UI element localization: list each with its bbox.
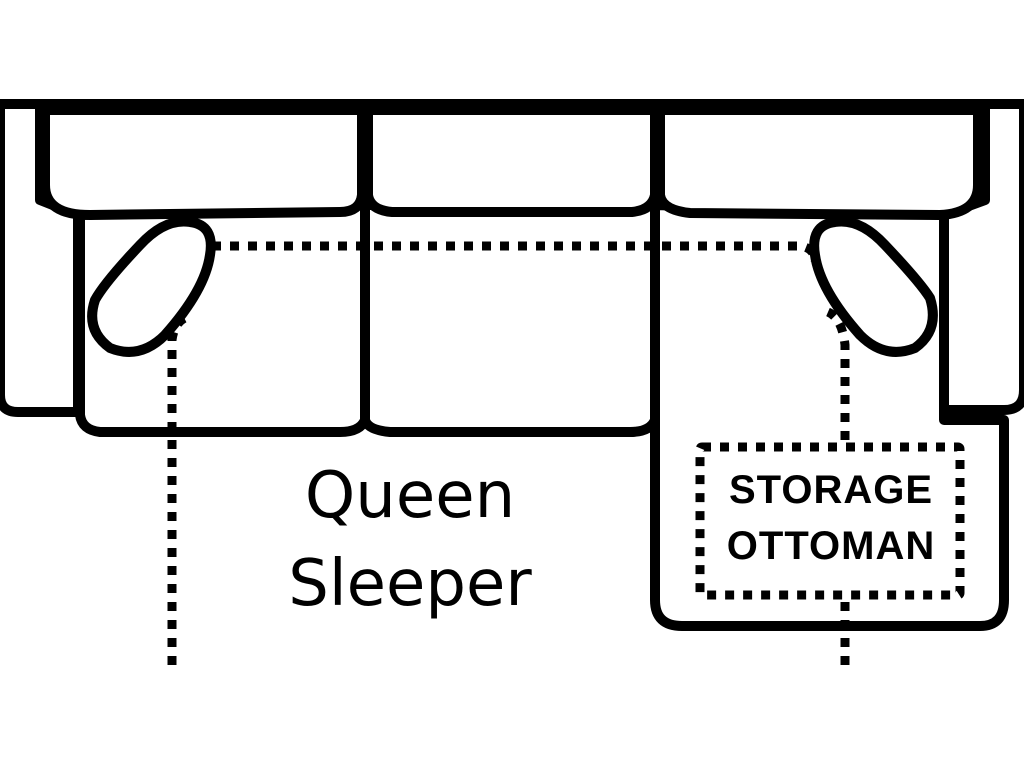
storage-ottoman-label-line1: STORAGE bbox=[728, 468, 934, 512]
storage-ottoman-label-line2: OTTOMAN bbox=[726, 524, 936, 568]
queen-sleeper-label-line1: Queen bbox=[304, 459, 516, 533]
ottoman-extension-line bbox=[825, 307, 850, 665]
pillow-left bbox=[87, 216, 216, 357]
back-cushion-left bbox=[40, 105, 367, 220]
queen-sleeper-label: Queen Sleeper bbox=[250, 452, 570, 628]
sleeper-extension-line bbox=[167, 311, 193, 665]
storage-ottoman-label: STORAGE OTTOMAN bbox=[700, 462, 962, 574]
sleeper-top-line bbox=[212, 241, 820, 263]
queen-sleeper-label-line2: Sleeper bbox=[288, 547, 532, 621]
back-cushion-right bbox=[655, 105, 983, 220]
storage-ottoman-box bbox=[695, 442, 965, 600]
back-cushion-middle bbox=[363, 105, 660, 217]
pillow-right bbox=[809, 216, 938, 357]
seat-cushion-middle bbox=[360, 200, 660, 437]
